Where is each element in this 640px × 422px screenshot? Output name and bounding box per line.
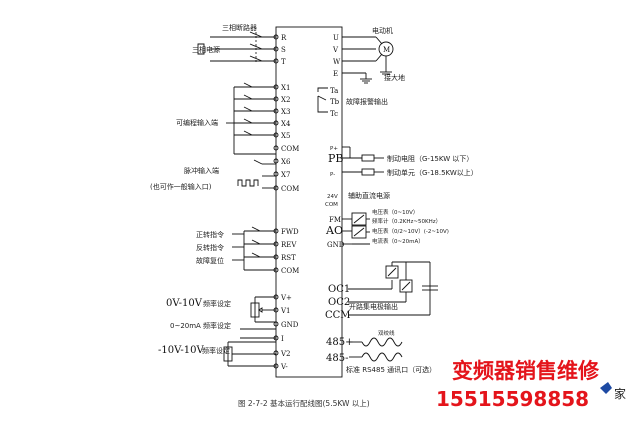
watermark-logo: 家: [600, 382, 626, 401]
terminal-485-plus: 485+: [326, 337, 353, 348]
programmable-inputs-label: 可编程输入端: [176, 118, 218, 127]
watermark-line1: 变频器销售维修: [452, 359, 600, 383]
terminal-com3: COM: [281, 267, 299, 275]
terminal-r: R: [281, 34, 287, 42]
terminal-com-aux: COM: [325, 202, 338, 208]
terminal-oc2: OC2: [328, 297, 350, 308]
terminal-v1: V1: [280, 307, 291, 315]
fault-relay: Ta Tb Tc: [317, 87, 340, 118]
terminal-oc1: OC1: [328, 284, 350, 295]
motor-label: 电动机: [372, 26, 393, 35]
terminal-com2: COM: [281, 185, 299, 193]
current-meter-label: 电流表（0~20mA）: [372, 237, 424, 245]
terminal-ao: AO: [325, 224, 343, 237]
terminal-x7: X7: [281, 171, 290, 179]
watermark-logo-text: 家: [614, 386, 626, 401]
inverter-body: [275, 26, 343, 378]
terminal-x4: X4: [281, 120, 291, 128]
twisted-pair-label: 双绞线: [378, 329, 395, 337]
terminal-gnd: GND: [281, 321, 299, 329]
ma-set-label: 0~20mA 频率设定: [170, 321, 231, 330]
terminal-tb: Tb: [330, 98, 340, 106]
pulse-input-label: 脉冲输入端: [184, 166, 219, 175]
breaker-label: 三相断路器: [222, 23, 257, 32]
pulse-input-note: (也可作一般输入口): [150, 182, 212, 191]
terminal-x1: X1: [281, 84, 290, 92]
terminal-x3: X3: [281, 108, 290, 116]
rs485-label: 标准 RS485 通讯口（可选）: [346, 365, 436, 374]
brake-wiring: P+ PB P-: [328, 146, 384, 178]
volt-meter2-label: 电压表（0/2~10V）(-2~10V): [372, 227, 449, 235]
terminal-v-minus: V-: [280, 363, 288, 371]
bipolar-set-label: -10V-10V: [158, 345, 205, 356]
terminal-s: S: [281, 46, 286, 54]
motor-m-text: M: [383, 46, 390, 54]
terminal-gnd-right: GND: [327, 241, 345, 249]
terminal-rst: RST: [281, 254, 296, 262]
terminal-x2: X2: [281, 96, 290, 104]
terminal-ta: Ta: [330, 87, 338, 95]
rs485-wiring: 485+ 485-: [326, 337, 403, 364]
voltmeter-label: 电压表（0~10V）: [372, 208, 418, 216]
reverse-label: 反转指令: [196, 243, 224, 252]
terminal-tc: Tc: [330, 110, 338, 118]
terminal-v: V: [332, 46, 339, 54]
fault-relay-label: 故障报警输出: [346, 97, 388, 106]
terminal-t: T: [281, 58, 286, 66]
terminal-pb: PB: [328, 152, 344, 165]
terminal-i: I: [281, 335, 284, 343]
bipolar-set-suffix: 频率设定: [202, 346, 230, 355]
terminal-u: U: [333, 34, 339, 42]
terminal-rev: REV: [281, 241, 297, 249]
terminal-fwd: FWD: [281, 228, 299, 236]
pulse-waveform: [237, 159, 276, 189]
forward-label: 正转指令: [196, 230, 224, 239]
terminal-w: W: [333, 58, 341, 66]
programmable-input-switches: [226, 82, 276, 155]
terminal-p-minus: P-: [330, 172, 335, 178]
oc-output-label: 开路集电极输出: [349, 302, 398, 311]
freq-meter-label: 频率计（0.2KHz~50KHz）: [372, 217, 441, 225]
figure-caption: 图 2-7-2 基本运行配线图(5.5KW 以上): [238, 398, 370, 408]
analog-output-wiring: FM AO GND: [325, 212, 370, 249]
left-terminals: R S T X1 X2 X3 X4 X5 COM X6 X7 COM FWD R…: [273, 34, 299, 371]
terminal-x6: X6: [281, 158, 291, 166]
terminal-v-plus: V+: [280, 294, 292, 302]
power-label: 三相电源: [192, 45, 220, 54]
terminal-485-minus: 485-: [326, 353, 348, 364]
terminal-ccm: CCM: [325, 310, 351, 321]
run-command-switches: [232, 226, 276, 271]
terminal-x5: X5: [281, 132, 290, 140]
three-phase-lines: [197, 31, 276, 62]
terminal-p-plus: P+: [330, 146, 338, 152]
v-set-label: 0V-10V: [166, 298, 203, 309]
terminal-v2: V2: [280, 350, 291, 358]
terminal-e: E: [333, 70, 338, 78]
fault-reset-label: 故障复位: [196, 256, 224, 265]
motor-output-wiring: U V W E M: [332, 34, 394, 84]
brake-resistor: [361, 154, 375, 162]
terminal-fm: FM: [329, 216, 341, 224]
v-set-suffix: 频率设定: [203, 299, 231, 308]
brake-unit-label: 制动单元（G-18.5KW以上）: [387, 168, 478, 177]
analog-input-wiring: [223, 296, 276, 367]
open-collector-wiring: OC1 OC2 CCM: [325, 261, 438, 321]
ground-label: 接大地: [384, 73, 405, 82]
watermark-line2: 15515598858: [436, 387, 589, 411]
aux-power-label: 辅助直流电源: [348, 191, 390, 200]
terminal-com1: COM: [281, 145, 299, 153]
terminal-24v: 24V: [327, 194, 338, 200]
brake-unit: [361, 168, 375, 176]
brake-resistor-label: 制动电阻（G-15KW 以下）: [387, 154, 473, 163]
